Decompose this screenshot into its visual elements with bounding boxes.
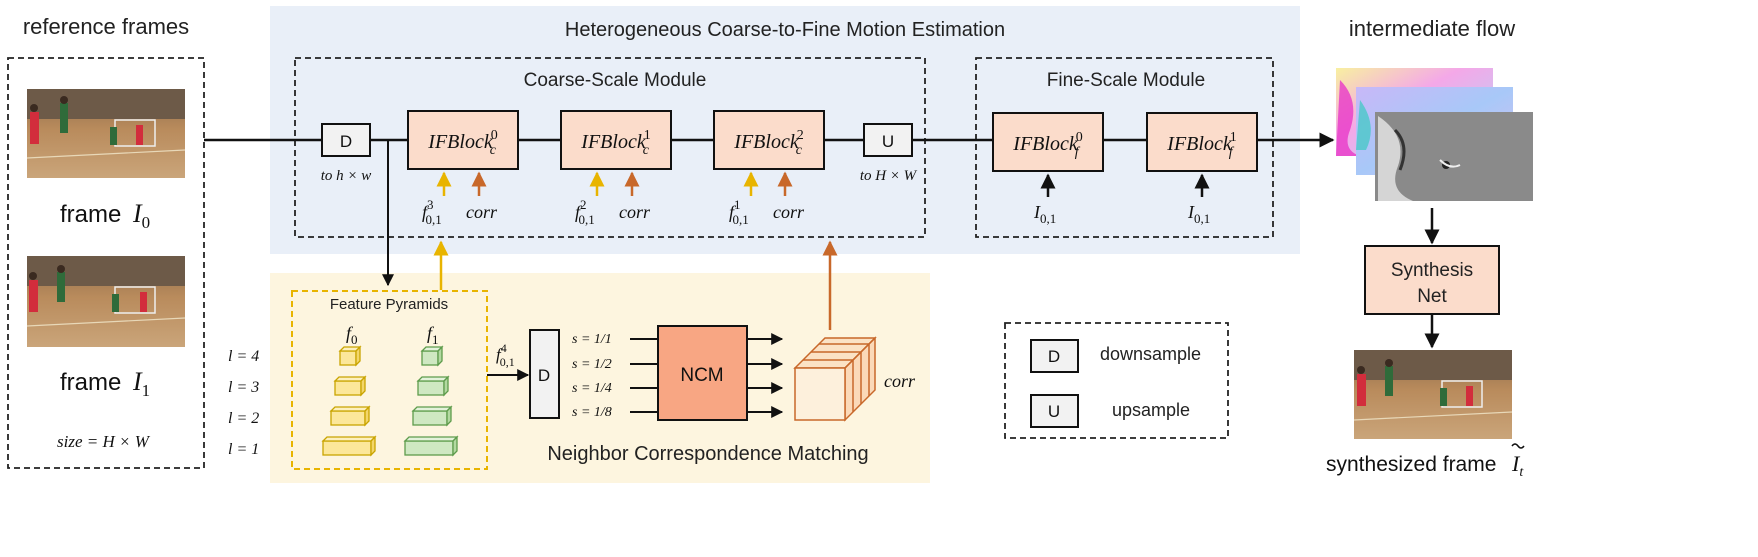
fine-scale-box — [975, 57, 1274, 238]
ncm-label: NCM — [680, 365, 723, 386]
legend-u-key-label: U — [1048, 402, 1060, 421]
legend-d-key — [1030, 339, 1079, 373]
frame1-image — [26, 256, 186, 347]
svg-text:f20,1: f20,1 — [575, 197, 595, 227]
coarse-upsample-caption: to H × W — [860, 168, 918, 184]
legend-u-key — [1030, 394, 1079, 428]
pyramid-f1-blocks — [403, 345, 459, 457]
fine-scale-title: Fine-Scale Module — [1047, 70, 1205, 91]
scale-label-3: s = 1/4 — [572, 381, 612, 396]
legend-d-text: downsample — [1100, 344, 1201, 364]
frame1-symbol: I1 — [132, 367, 150, 400]
pyramid-f1-label: f1 — [427, 323, 439, 347]
synthesized-frame-image — [1353, 350, 1513, 439]
coarse-upsample-label: U — [882, 132, 894, 151]
size-label: size = H × W — [57, 432, 151, 451]
svg-text:f10,1: f10,1 — [729, 197, 749, 227]
corr-label: corr — [884, 371, 916, 391]
scale-label-1: s = 1/1 — [572, 332, 612, 347]
scale-lines — [630, 338, 658, 413]
reference-frames-box — [7, 57, 205, 469]
ncm-downsample-box — [529, 329, 560, 419]
coarse-downsample-label: D — [340, 132, 352, 151]
coarse-upsample-box — [863, 123, 913, 157]
feature-pyramids-box — [291, 290, 488, 470]
synthesized-frame-symbol: It — [1511, 451, 1524, 480]
frame0-image — [26, 89, 186, 178]
synthesized-frame-tilde — [1511, 443, 1525, 449]
level-label-2: l = 2 — [228, 410, 259, 427]
synthesis-net-line2: Net — [1417, 286, 1447, 307]
coarse-downsample-box — [321, 123, 371, 157]
pyramid-f0-blocks — [321, 345, 377, 457]
level-label-4: l = 4 — [228, 348, 259, 365]
svg-text:I0,1: I0,1 — [1187, 202, 1210, 226]
synthesized-frame-label: synthesized frame — [1326, 453, 1496, 476]
frame0-label: frame — [60, 201, 121, 228]
ncm-downsample-label: D — [538, 366, 550, 385]
feature-pyramids-title: Feature Pyramids — [330, 296, 448, 313]
synthesis-net-line1: Synthesis — [1391, 260, 1473, 281]
scale-label-4: s = 1/8 — [572, 405, 612, 420]
scale-label-2: s = 1/2 — [572, 357, 612, 372]
coarse-downsample-caption: to h × w — [321, 168, 372, 184]
svg-text:f30,1: f30,1 — [422, 197, 442, 227]
pyramid-f0-label: f0 — [346, 323, 358, 347]
svg-text:corr: corr — [619, 202, 651, 222]
frame1-label: frame — [60, 369, 121, 396]
legend-box — [1004, 322, 1229, 439]
legend-d-key-label: D — [1048, 347, 1060, 366]
level-label-1: l = 1 — [228, 441, 259, 458]
reference-frames-title: reference frames — [23, 14, 189, 39]
ncm-title: Neighbor Correspondence Matching — [547, 443, 868, 465]
synthesis-net-box — [1364, 245, 1500, 315]
coarse-scale-title: Coarse-Scale Module — [524, 70, 707, 91]
corr-volume — [793, 336, 877, 422]
level-label-3: l = 3 — [228, 379, 259, 396]
frame0-symbol: I0 — [132, 199, 150, 232]
svg-text:corr: corr — [466, 202, 498, 222]
svg-text:corr: corr — [773, 202, 805, 222]
svg-text:I0,1: I0,1 — [1033, 202, 1056, 226]
ncm-box — [657, 325, 748, 421]
legend-u-text: upsample — [1112, 400, 1190, 420]
coarse-scale-box — [294, 57, 926, 238]
motion-estimation-title: Heterogeneous Coarse-to-Fine Motion Esti… — [565, 19, 1005, 41]
ncm-output-arrows — [747, 333, 784, 418]
intermediate-flow-title: intermediate flow — [1349, 16, 1515, 41]
intermediate-flow-images — [1336, 68, 1533, 201]
